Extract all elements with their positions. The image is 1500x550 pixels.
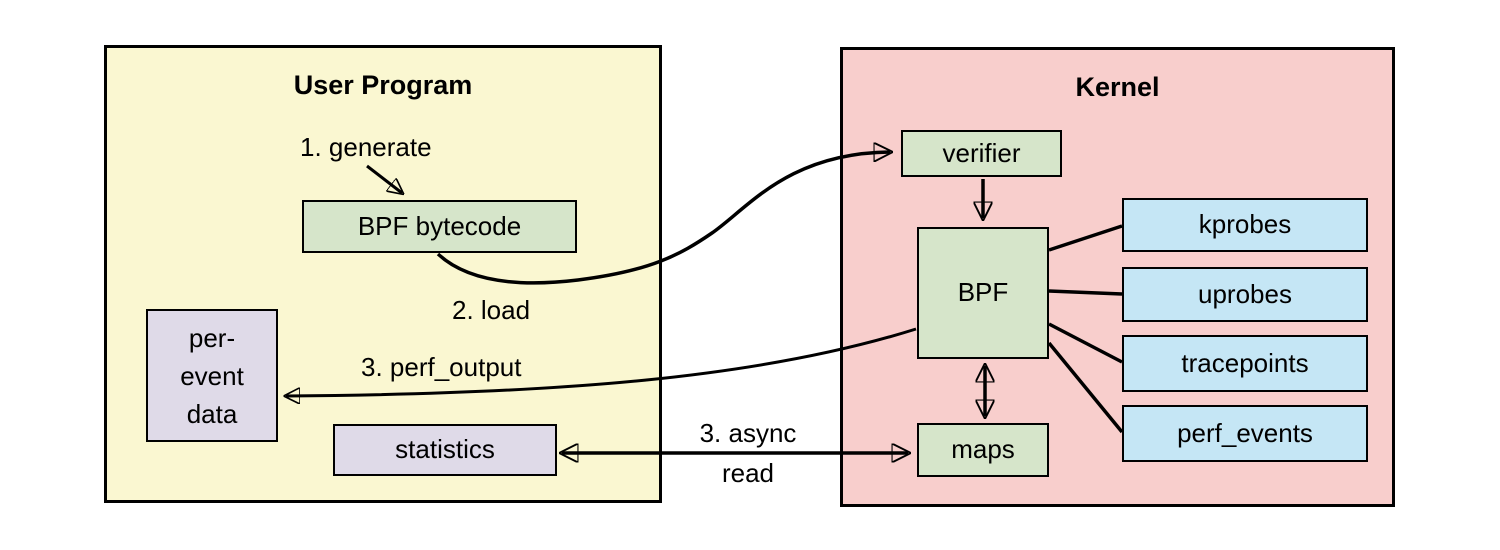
tracepoints-label: tracepoints	[1181, 347, 1309, 378]
tracepoints-box: tracepoints	[1122, 335, 1368, 392]
bpf-label: BPF	[957, 277, 1009, 308]
per-event-data-line: event	[180, 360, 244, 391]
perf-output-step-label: 3. perf_output	[361, 352, 522, 382]
generate-step-label: 1. generate	[300, 132, 432, 162]
kernel-title: Kernel	[1075, 72, 1160, 102]
perf-events-box: perf_events	[1122, 405, 1368, 462]
maps-label: maps	[951, 434, 1015, 465]
per-event-data-line: data	[186, 398, 238, 429]
async-read-line1: 3. async	[699, 418, 797, 448]
statistics-label: statistics	[395, 434, 495, 465]
verifier-box: verifier	[901, 130, 1062, 177]
verifier-label: verifier	[942, 137, 1021, 168]
bpf-box: BPF	[917, 227, 1049, 359]
kprobes-label: kprobes	[1198, 209, 1292, 240]
maps-box: maps	[917, 423, 1049, 477]
async-read-step-label: 3. async read	[668, 413, 828, 493]
per-event-data-line: per-	[188, 322, 236, 353]
uprobes-box: uprobes	[1122, 267, 1368, 322]
perf-events-label: perf_events	[1177, 417, 1313, 448]
bpf-bytecode-box: BPF bytecode	[302, 200, 577, 253]
load-step-label: 2. load	[452, 295, 531, 325]
statistics-box: statistics	[333, 424, 557, 476]
uprobes-label: uprobes	[1198, 278, 1292, 309]
user-program-title: User Program	[293, 70, 473, 100]
async-read-line2: read	[721, 458, 775, 488]
per-event-data-box: per- event data	[146, 309, 278, 442]
kprobes-box: kprobes	[1122, 198, 1368, 252]
bpf-bytecode-label: BPF bytecode	[357, 210, 522, 241]
